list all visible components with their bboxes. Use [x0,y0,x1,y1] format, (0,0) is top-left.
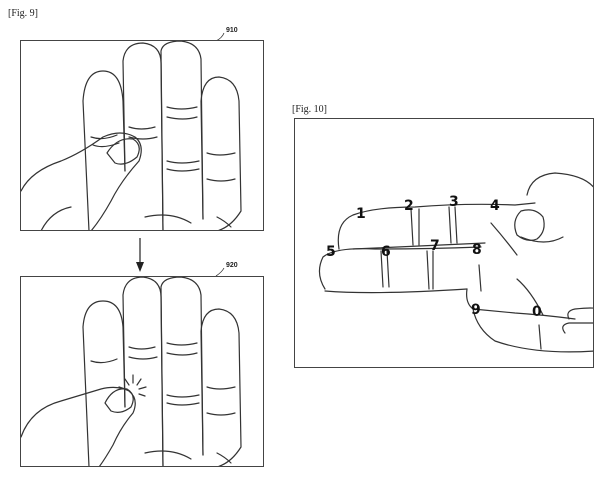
fig9-label: [Fig. 9] [8,8,38,19]
fig10-panel [294,118,594,368]
ref-910: 910 [226,27,238,34]
fig9-panel-910 [20,40,264,231]
finger-number-illustration [318,172,593,353]
ref-920: 920 [226,262,238,269]
hand-press-illustration-2 [21,277,242,466]
hand-press-illustration-1 [21,41,242,230]
finger-number-4: 4 [490,198,500,214]
finger-number-7: 7 [430,238,440,254]
finger-number-1: 1 [356,206,366,222]
finger-number-8: 8 [472,242,482,258]
finger-number-0: 0 [532,304,542,320]
fig10-label: [Fig. 10] [292,104,327,115]
finger-number-5: 5 [326,244,336,260]
fig9-panel-920 [20,276,264,467]
finger-number-6: 6 [381,244,391,260]
finger-number-3: 3 [449,194,459,210]
finger-number-9: 9 [471,302,481,318]
finger-number-2: 2 [404,198,414,214]
